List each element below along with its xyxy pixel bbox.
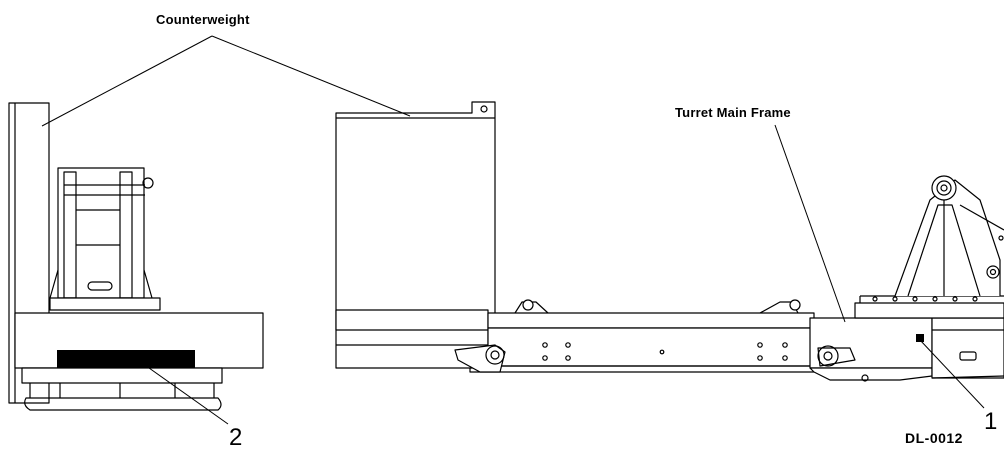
side-decal xyxy=(57,350,195,369)
leader-lines xyxy=(41,35,985,425)
mast xyxy=(894,175,1004,297)
side-bracket xyxy=(49,167,161,311)
callout-2: 2 xyxy=(229,424,243,451)
counterweight-label: Counterweight xyxy=(156,12,250,27)
leader-turret-frame xyxy=(774,124,846,323)
front-view xyxy=(335,101,1004,382)
drawing-id: DL-0012 xyxy=(905,430,963,446)
leader-callout-1 xyxy=(919,339,985,409)
side-lower-frame xyxy=(21,367,223,411)
leader-counterweight-right xyxy=(211,35,411,117)
side-view xyxy=(8,102,264,411)
turret-main-frame-label: Turret Main Frame xyxy=(675,105,791,120)
callout-1: 1 xyxy=(984,408,998,435)
leader-callout-2 xyxy=(141,362,229,425)
long-beam xyxy=(469,299,815,373)
turret-frame xyxy=(809,295,1004,382)
left-end-link xyxy=(454,344,506,373)
counterweight-block xyxy=(335,101,496,369)
leader-counterweight-left xyxy=(41,35,213,127)
